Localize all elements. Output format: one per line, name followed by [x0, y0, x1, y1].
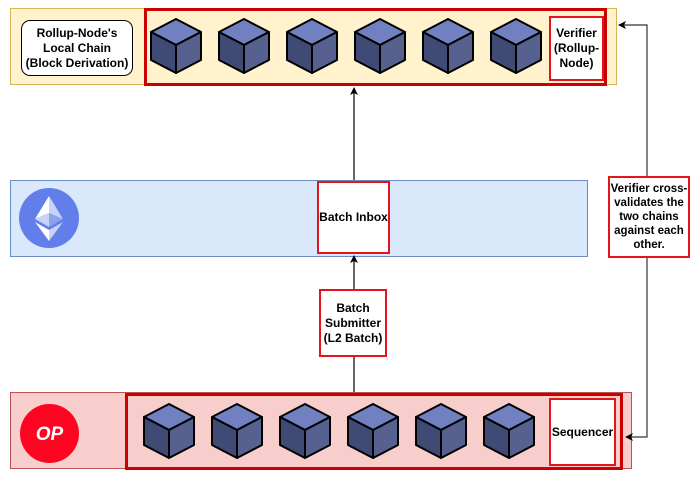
note-line: two chains	[619, 211, 679, 223]
block-cube-icon	[421, 17, 475, 75]
block-cube-icon	[414, 402, 468, 460]
verifier-line: Verifier	[556, 26, 597, 40]
rollup-node-local-chain-label: Rollup-Node's Local Chain (Block Derivat…	[21, 20, 133, 76]
verifier-line: Node)	[559, 56, 594, 70]
ethereum-l1-band	[10, 180, 588, 257]
block-cube-icon	[482, 402, 536, 460]
cross-validation-note: Verifier cross- validates the two chains…	[608, 176, 690, 258]
note-line: against each	[614, 225, 684, 237]
block-cube-icon	[346, 402, 400, 460]
block-cube-icon	[353, 17, 407, 75]
submitter-line: Batch	[336, 300, 370, 315]
arrow-note-to-verifier	[618, 21, 648, 176]
batch-inbox-label: Batch Inbox	[319, 210, 388, 224]
batch-inbox-node: Batch Inbox	[317, 181, 390, 254]
label-line: Rollup-Node's	[36, 25, 118, 40]
sequencer-chain-container	[125, 393, 623, 470]
verifier-line: (Rollup-	[553, 41, 600, 55]
label-line: Local Chain	[42, 40, 111, 55]
block-cube-icon	[210, 402, 264, 460]
block-cube-icon	[142, 402, 196, 460]
block-cube-icon	[489, 17, 543, 75]
note-line: validates the	[614, 197, 684, 209]
note-line: other.	[633, 239, 665, 251]
batch-submitter-node: Batch Submitter (L2 Batch)	[319, 289, 387, 357]
optimism-logo-icon: OP	[20, 404, 79, 463]
block-cube-icon	[278, 402, 332, 460]
block-cube-icon	[285, 17, 339, 75]
verifier-node: Verifier (Rollup- Node)	[549, 16, 604, 81]
sequencer-node: Sequencer	[549, 398, 616, 466]
sequencer-label: Sequencer	[551, 424, 614, 439]
block-cube-icon	[149, 17, 203, 75]
ethereum-logo-icon	[18, 187, 80, 249]
op-logo-text: OP	[36, 424, 64, 445]
submitter-line: (L2 Batch)	[323, 330, 383, 345]
note-line: Verifier cross-	[610, 183, 688, 195]
submitter-line: Submitter	[324, 315, 381, 330]
block-cube-icon	[217, 17, 271, 75]
label-line: (Block Derivation)	[25, 55, 129, 70]
derived-chain-container	[144, 8, 607, 86]
